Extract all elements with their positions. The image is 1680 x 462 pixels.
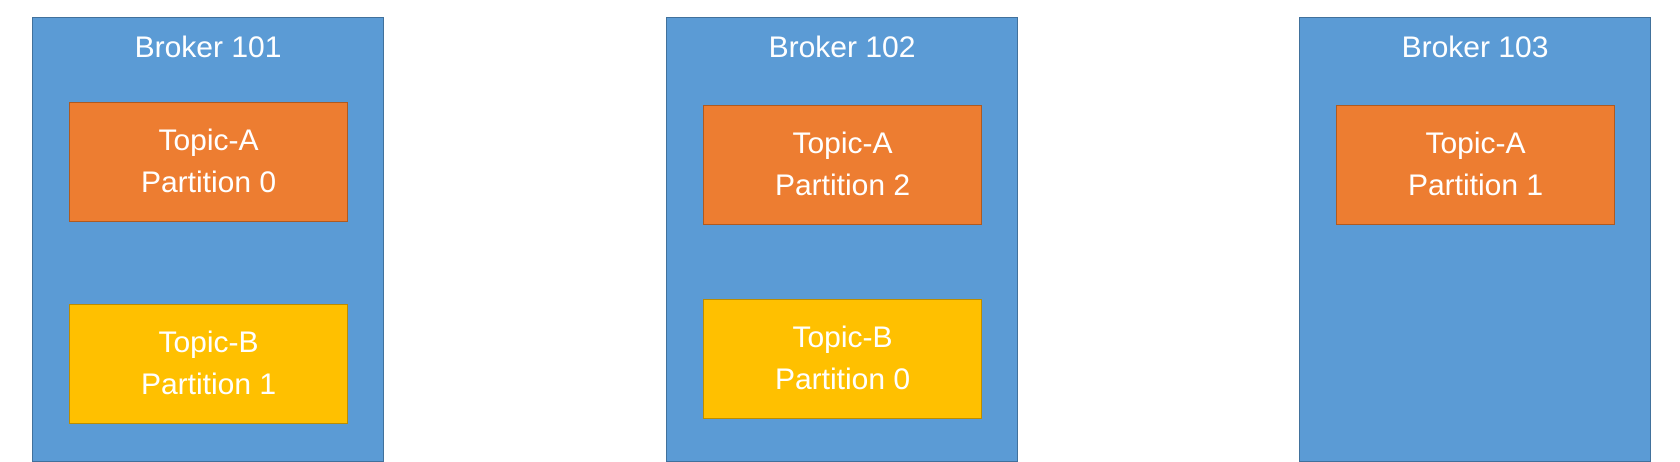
partition-label: Partition 0 [774, 363, 911, 396]
partition-label: Partition 1 [1407, 169, 1544, 202]
topic-label: Topic-A [1425, 127, 1526, 160]
broker-title: Broker 101 [134, 31, 282, 64]
topic-a-partition-2-box: Topic-A Partition 2 [703, 105, 982, 225]
broker-title: Broker 103 [1401, 31, 1549, 64]
partition-label: Partition 1 [140, 368, 277, 401]
partition-label: Partition 2 [774, 169, 911, 202]
topic-a-partition-0-box: Topic-A Partition 0 [69, 102, 348, 222]
broker-103-box: Broker 103 Topic-A Partition 1 [1299, 17, 1651, 462]
topic-b-partition-0-box: Topic-B Partition 0 [703, 299, 982, 419]
topic-label: Topic-A [792, 127, 893, 160]
topic-label: Topic-A [158, 124, 259, 157]
topic-label: Topic-B [158, 326, 259, 359]
partition-label: Partition 0 [140, 166, 277, 199]
topic-a-partition-1-box: Topic-A Partition 1 [1336, 105, 1615, 225]
topic-b-partition-1-box: Topic-B Partition 1 [69, 304, 348, 424]
broker-102-box: Broker 102 Topic-A Partition 2 Topic-B P… [666, 17, 1018, 462]
broker-title: Broker 102 [768, 31, 916, 64]
topic-label: Topic-B [792, 321, 893, 354]
broker-101-box: Broker 101 Topic-A Partition 0 Topic-B P… [32, 17, 384, 462]
